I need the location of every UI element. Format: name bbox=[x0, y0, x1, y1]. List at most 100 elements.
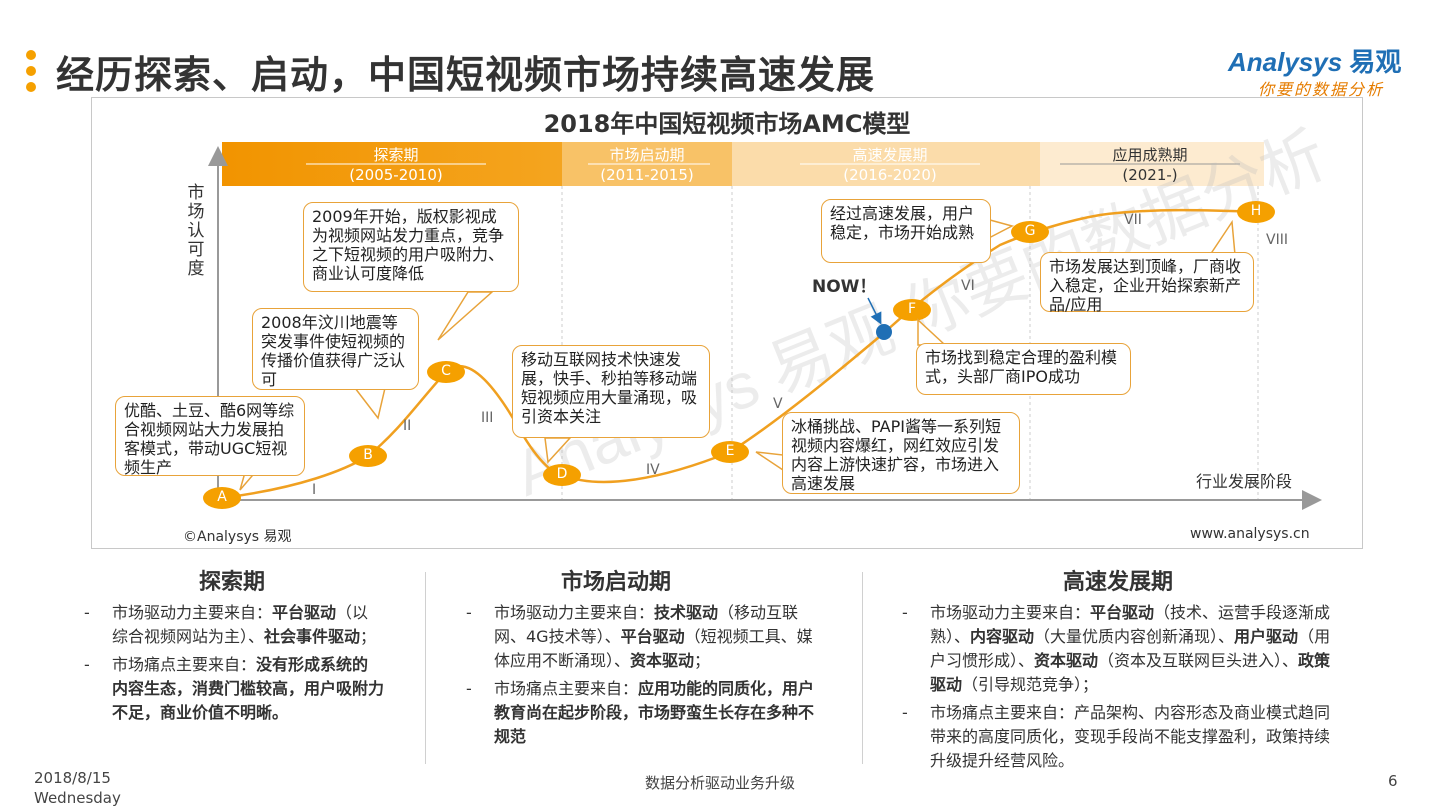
x-axis-label: 行业发展阶段 bbox=[1196, 472, 1293, 491]
stage-III: III bbox=[481, 410, 494, 426]
bubble-H: 市场发展达到顶峰，厂商收入稳定，企业开始探索新产品/应用 bbox=[1040, 252, 1254, 314]
emphasis-text: 没有形成系统的内容生态，消费门槛较高，用户吸附力不足，商业价值不明晰。 bbox=[112, 655, 385, 722]
node-A bbox=[203, 487, 241, 509]
curve-nodes bbox=[203, 201, 1275, 509]
column-item: - 市场驱动力主要来自：平台驱动（以综合视频网站为主）、社会事件驱动； bbox=[84, 601, 384, 649]
now-arrow bbox=[867, 297, 882, 325]
body-text: ； bbox=[360, 627, 377, 646]
column-separator-1 bbox=[425, 572, 426, 764]
stage-V: V bbox=[773, 396, 783, 412]
body-text: （引导规范竞争）； bbox=[962, 675, 1099, 694]
bubble-G: 市场找到稳定合理的盈利模式，头部厂商IPO成功 bbox=[916, 343, 1131, 395]
node-E bbox=[711, 441, 749, 463]
stage-VIII: VIII bbox=[1266, 232, 1288, 248]
node-F bbox=[893, 299, 931, 321]
body-text: 市场驱动力主要来自： bbox=[112, 603, 273, 622]
emphasis-text: 资本驱动 bbox=[1034, 651, 1099, 670]
bubble-C: 2009年开始，版权影视成为视频网站发力重点，竞争之下短视频的用户吸附力、商业认… bbox=[303, 202, 519, 292]
footer-weekday: Wednesday bbox=[34, 789, 121, 807]
phase-4-years: (2021-) bbox=[1122, 166, 1178, 184]
bullet-dash: - bbox=[902, 603, 908, 622]
bullet-dash: - bbox=[466, 679, 472, 698]
node-G bbox=[1011, 221, 1049, 243]
stage-VII: VII bbox=[1124, 212, 1142, 228]
page-number: 6 bbox=[1388, 772, 1398, 790]
phase-3-name: 高速发展期 bbox=[852, 146, 928, 164]
footer-slogan: 数据分析驱动业务升级 bbox=[644, 774, 795, 792]
node-label-B: B bbox=[363, 447, 373, 463]
body-text: 市场痛点主要来自： bbox=[494, 679, 639, 698]
logo-slogan: 你要的数据分析 bbox=[1258, 80, 1385, 99]
emphasis-text: 社会事件驱动 bbox=[264, 627, 361, 646]
amc-curve bbox=[221, 208, 1257, 500]
stage-I: I bbox=[312, 482, 317, 498]
node-H bbox=[1237, 201, 1275, 223]
emphasis-text: 内容驱动 bbox=[970, 627, 1035, 646]
phase-1-years: (2005-2010) bbox=[349, 166, 443, 184]
body-text: （用户习惯形成）、 bbox=[930, 627, 1331, 670]
column-body-3: - 市场驱动力主要来自：平台驱动（技术、运营手段逐渐成熟）、内容驱动（大量优质内容… bbox=[902, 601, 1342, 777]
now-dot bbox=[876, 324, 892, 340]
emphasis-text: 平台驱动 bbox=[1090, 603, 1155, 622]
bubble-F: 经过高速发展，用户稳定，市场开始成熟 bbox=[821, 199, 991, 263]
node-label-F: F bbox=[907, 301, 917, 317]
emphasis-text: 应用功能的同质化，用户教育尚在起步阶段，市场野蛮生长存在多种不规范 bbox=[494, 679, 815, 746]
body-text: 市场驱动力主要来自： bbox=[930, 603, 1091, 622]
body-text: （技术、运营手段逐渐成熟）、 bbox=[930, 603, 1331, 646]
bullet-dash: - bbox=[84, 655, 90, 674]
logo-brand: Analysys bbox=[1228, 47, 1343, 77]
diagram-title: 2018年中国短视频市场AMC模型 bbox=[543, 110, 911, 138]
column-item: - 市场痛点主要来自：产品架构、内容形态及商业模式趋同带来的高度同质化，变现手段尚… bbox=[902, 701, 1342, 773]
emphasis-text: 平台驱动 bbox=[272, 603, 337, 622]
bubble-D: 移动互联网技术快速发展，快手、秒拍等移动端短视频应用大量涌现，吸引资本关注 bbox=[512, 345, 710, 438]
stage-VI: VI bbox=[961, 278, 975, 294]
emphasis-text: 平台驱动 bbox=[620, 627, 685, 646]
column-item: - 市场驱动力主要来自：平台驱动（技术、运营手段逐渐成熟）、内容驱动（大量优质内容… bbox=[902, 601, 1342, 697]
brand-logo: Analysys 易观 bbox=[1228, 42, 1401, 79]
column-title-1: 探索期 bbox=[198, 570, 265, 595]
emphasis-text: 用户驱动 bbox=[1234, 627, 1299, 646]
phase-2-name: 市场启动期 bbox=[609, 146, 685, 164]
node-label-H: H bbox=[1250, 203, 1262, 219]
phase-3-years: (2016-2020) bbox=[843, 166, 937, 184]
body-text: （大量优质内容创新涌现）、 bbox=[1034, 627, 1235, 646]
column-body-1: - 市场驱动力主要来自：平台驱动（以综合视频网站为主）、社会事件驱动； -市场痛点主… bbox=[84, 601, 384, 729]
column-item: - 市场痛点主要来自：应用功能的同质化，用户教育尚在起步阶段，市场野蛮生长存在多种… bbox=[466, 677, 822, 749]
node-label-A: A bbox=[217, 489, 227, 505]
node-label-E: E bbox=[725, 443, 735, 459]
diagram-copyright: ©Analysys 易观 bbox=[183, 529, 292, 545]
diagram-website: www.analysys.cn bbox=[1190, 526, 1310, 542]
now-label: NOW！ bbox=[812, 277, 877, 297]
node-label-C: C bbox=[441, 363, 451, 379]
bubble-A: 优酷、土豆、酷6网等综合视频网站大力发展拍客模式，带动UGC短视频生产 bbox=[115, 396, 305, 477]
phase-2-years: (2011-2015) bbox=[600, 166, 694, 184]
body-text: 市场驱动力主要来自： bbox=[494, 603, 655, 622]
emphasis-text: 技术驱动 bbox=[654, 603, 719, 622]
node-B bbox=[349, 445, 387, 467]
bubble-E: 冰桶挑战、PAPI酱等一系列短视频内容爆红，网红效应引发内容上游快速扩容，市场进… bbox=[782, 412, 1020, 494]
bullet-dash: - bbox=[84, 603, 90, 622]
bullet-dash: - bbox=[466, 603, 472, 622]
body-text: （以综合视频网站为主）、 bbox=[112, 603, 369, 646]
diagram-frame bbox=[91, 97, 1363, 549]
body-text: 市场痛点主要来自：产品架构、内容形态及商业模式趋同带来的高度同质化，变现手段尚不… bbox=[930, 703, 1331, 770]
footer-date-block: 2018/8/15 Wednesday bbox=[34, 768, 121, 808]
node-label-G: G bbox=[1024, 223, 1036, 239]
emphasis-text: 资本驱动 bbox=[630, 651, 695, 670]
stage-IV: IV bbox=[646, 462, 660, 478]
phase-1-name: 探索期 bbox=[373, 146, 419, 164]
page-title: 经历探索、启动，中国短视频市场持续高速发展 bbox=[56, 53, 876, 97]
bullet-dash: - bbox=[902, 703, 908, 722]
stage-II: II bbox=[403, 418, 412, 434]
body-text: （移动互联网、4G技术等）、 bbox=[494, 603, 799, 646]
body-text: （资本及互联网巨头进入）、 bbox=[1098, 651, 1299, 670]
column-separator-2 bbox=[862, 572, 863, 764]
node-D bbox=[543, 464, 581, 486]
emphasis-text: 政策驱动 bbox=[930, 651, 1331, 694]
y-axis-label: 市场认可度 bbox=[187, 183, 205, 279]
node-label-D: D bbox=[556, 466, 568, 482]
phase-4-name: 应用成熟期 bbox=[1112, 146, 1188, 164]
column-item: -市场痛点主要来自：没有形成系统的内容生态，消费门槛较高，用户吸附力不足，商业价… bbox=[84, 653, 384, 725]
body-text: ； bbox=[694, 651, 711, 670]
